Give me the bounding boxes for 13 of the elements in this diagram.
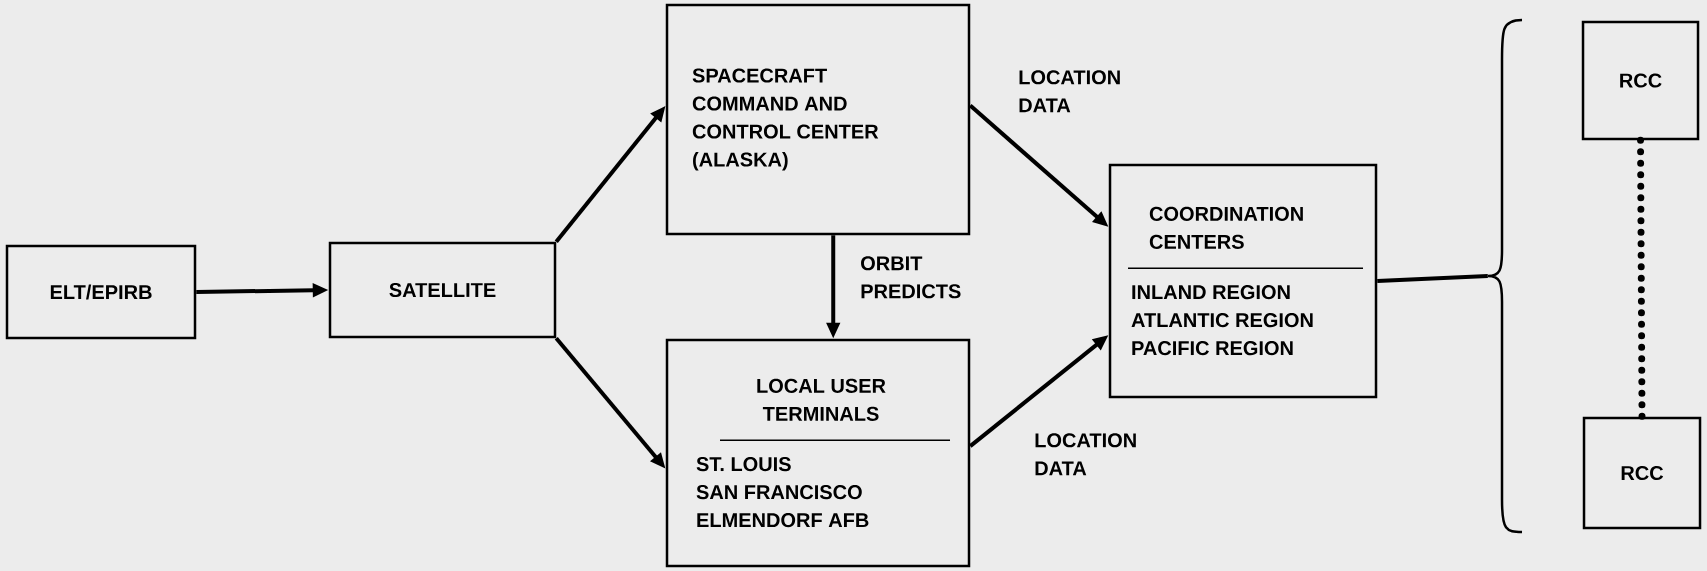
connector-line: [1377, 274, 1488, 283]
dotted-line: [1637, 136, 1646, 421]
edge-label: ORBIT PREDICTS: [861, 256, 961, 299]
brace: [1486, 18, 1523, 534]
process-box: LOCAL USER TERMINALS ST. LOUIS SAN FRANCISCO ELMENDORF AFB: [665, 338, 971, 568]
process-box: ELT/EPIRB: [5, 244, 197, 340]
process-box: RCC: [1582, 416, 1702, 530]
edge-label: LOCATION DATA: [1035, 433, 1136, 476]
process-box: SPACECRAFT COMMAND AND CONTROL CENTER (ALASKA): [665, 3, 971, 236]
process-box: RCC: [1581, 20, 1700, 141]
edge-label: LOCATION DATA: [1019, 70, 1120, 113]
process-box: COORDINATION CENTERS INLAND REGION ATLANTIC REGION PACIFIC REGION: [1108, 163, 1378, 399]
process-box: SATELLITE: [328, 241, 557, 339]
